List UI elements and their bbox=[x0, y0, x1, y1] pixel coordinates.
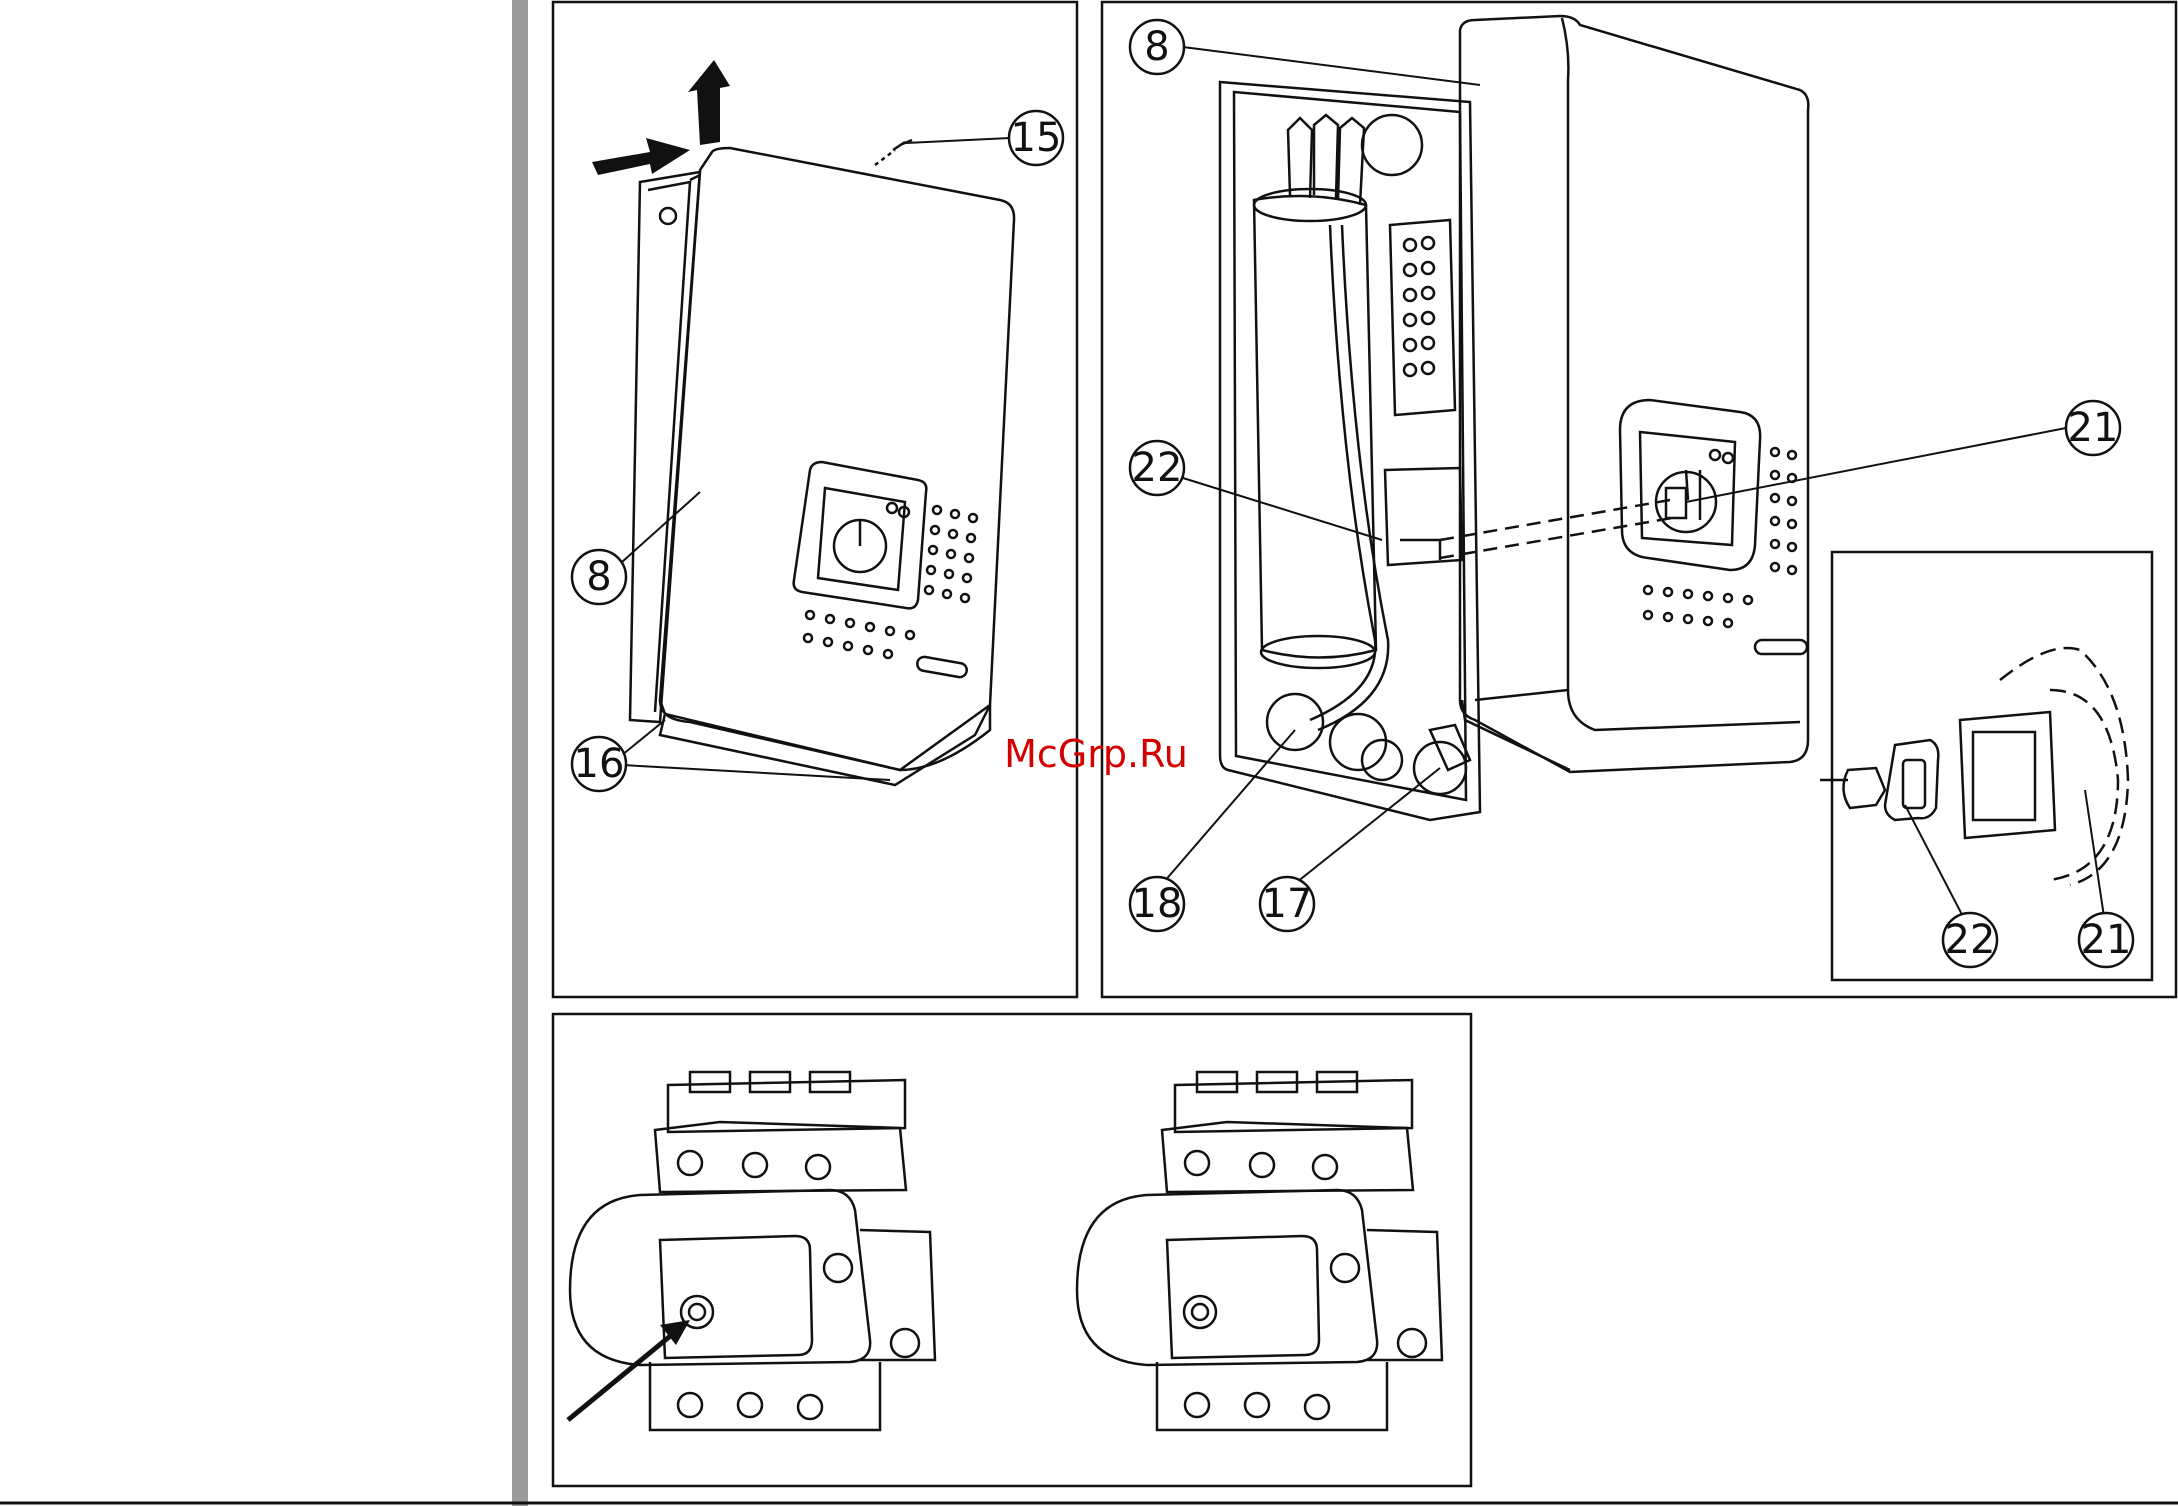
panel-open-unit bbox=[1102, 2, 2176, 997]
callout-15: 15 bbox=[1009, 111, 1063, 165]
svg-text:18: 18 bbox=[1132, 881, 1183, 927]
callout-18: 18 bbox=[1130, 877, 1184, 931]
svg-text:21: 21 bbox=[2068, 405, 2119, 451]
callout-17: 17 bbox=[1260, 877, 1314, 931]
svg-text:22: 22 bbox=[1945, 917, 1996, 963]
svg-text:21: 21 bbox=[2081, 917, 2132, 963]
callout-8: 8 bbox=[572, 550, 626, 604]
svg-text:17: 17 bbox=[1262, 881, 1313, 927]
margin-bar bbox=[512, 0, 528, 1506]
svg-text:22: 22 bbox=[1132, 445, 1183, 491]
svg-text:15: 15 bbox=[1011, 115, 1062, 161]
callout-16: 16 bbox=[572, 737, 626, 791]
panel-safety-switch bbox=[553, 1014, 1471, 1486]
inset-callout-22: 22 bbox=[1943, 913, 1997, 967]
inset-callout-21: 21 bbox=[2079, 913, 2133, 967]
switch-right bbox=[1077, 1072, 1442, 1430]
callout-8-b: 8 bbox=[1130, 20, 1184, 74]
svg-text:8: 8 bbox=[1144, 24, 1169, 70]
callout-21-b: 21 bbox=[2066, 401, 2120, 455]
svg-text:16: 16 bbox=[574, 741, 625, 787]
svg-text:8: 8 bbox=[586, 554, 611, 600]
callout-22-b: 22 bbox=[1130, 441, 1184, 495]
panel-cover-removal bbox=[553, 2, 1077, 997]
watermark-text: McGrp.Ru bbox=[1004, 732, 1188, 776]
vent-holes-a bbox=[804, 506, 977, 658]
